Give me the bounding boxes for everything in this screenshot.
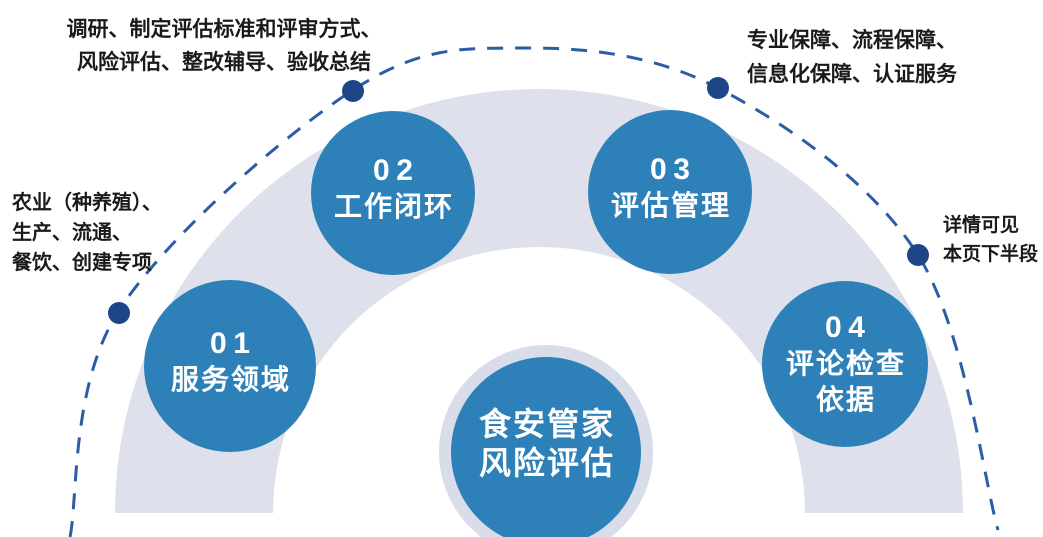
annotation-line: 本页下半段: [943, 244, 1039, 265]
step-circle-01: 01 服务领域: [144, 280, 316, 452]
annotation-line: 农业（种养殖）、: [12, 192, 162, 214]
annotation-right: 详情可见 本页下半段: [943, 211, 1038, 269]
annotation-line: 风险评估、整改辅导、验收总结: [77, 51, 371, 74]
annotation-top-right: 专业保障、流程保障、 信息化保障、认证服务: [747, 24, 957, 92]
annotation-top-left: 调研、制定评估标准和评审方式、 风险评估、整改辅导、验收总结: [58, 13, 390, 79]
center-circle: 食安管家 风险评估: [451, 357, 641, 537]
annotation-line: 调研、制定评估标准和评审方式、: [66, 18, 382, 41]
step-number: 01: [210, 327, 257, 360]
step-circle-04: 04 评论检查 依据: [762, 281, 928, 447]
connector-dot-top-left: [342, 80, 364, 102]
step-label: 服务领域: [170, 364, 291, 395]
center-title-line: 食安管家: [478, 406, 615, 442]
annotation-line: 专业保障、流程保障、: [747, 29, 957, 52]
step-label: 评估管理: [610, 190, 731, 221]
step-number: 02: [373, 154, 420, 187]
step-number: 04: [825, 311, 872, 344]
step-number: 03: [650, 153, 697, 186]
center-title-line: 风险评估: [478, 445, 615, 481]
annotation-line: 信息化保障、认证服务: [747, 63, 957, 86]
step-label: 评论检查: [785, 348, 906, 379]
annotation-line: 生产、流通、: [12, 222, 132, 244]
annotation-line: 详情可见: [943, 215, 1020, 236]
connector-dot-top-right: [707, 77, 729, 99]
step-circle-03: 03 评估管理: [588, 110, 752, 274]
connector-dot-right: [907, 244, 929, 266]
step-label: 依据: [815, 384, 876, 415]
annotation-line: 餐饮、创建专项: [12, 252, 152, 274]
annotation-left: 农业（种养殖）、 生产、流通、 餐饮、创建专项: [12, 188, 162, 278]
connector-dot-left: [108, 302, 130, 324]
step-circle-02: 02 工作闭环: [311, 111, 475, 275]
step-label: 工作闭环: [333, 191, 454, 222]
